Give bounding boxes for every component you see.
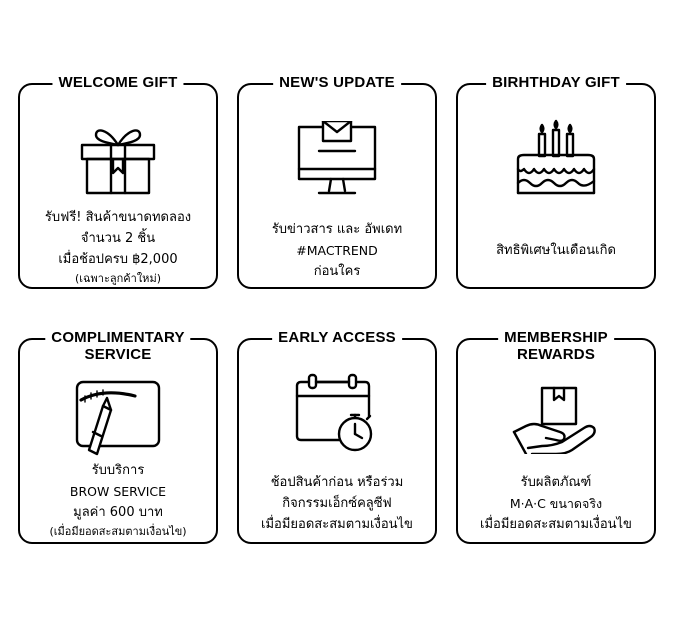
early-access-card: EARLY ACCESS ช้อปสินค้าก่อน หรือร่วม กิจ… [237, 329, 437, 544]
brow-pencil-icon [75, 380, 161, 456]
news-update-description: รับข่าวสาร และ อัพเดท #MACTREND ก่อนใคร [271, 222, 403, 279]
early-access-description: ช้อปสินค้าก่อน หรือร่วม กิจกรรมเอ็กซ์คลู… [261, 475, 413, 532]
computer-mail-icon [297, 121, 377, 195]
card-title: WELCOME GIFT [52, 74, 184, 91]
card-title: BIRHTHDAY GIFT [486, 74, 626, 91]
birthday-gift-description: สิทธิพิเศษในเดือนเกิด [496, 243, 616, 258]
calendar-clock-icon [295, 373, 373, 452]
welcome-gift-card: WELCOME GIFT รับฟรี! สินค้าขนาดทดลอง จำน… [18, 74, 218, 289]
complimentary-service-description: รับบริการ BROW SERVICE มูลค่า 600 บาท (เ… [49, 463, 187, 538]
membership-rewards-card: MEMBERSHIP REWARDS รับผลิตภัณฑ์ M·A·C ขน… [456, 329, 656, 544]
news-update-card: NEW'S UPDATE รับข่าวสาร และ อัพเดท #MACT… [237, 74, 437, 289]
hand-gift-box-icon [512, 386, 596, 454]
welcome-gift-description: รับฟรี! สินค้าขนาดทดลอง จำนวน 2 ชิ้น เมื… [44, 210, 192, 285]
membership-rewards-description: รับผลิตภัณฑ์ M·A·C ขนาดจริง เมื่อมียอดสะ… [480, 475, 632, 532]
card-title: COMPLIMENTARY SERVICE [45, 329, 191, 363]
card-title: EARLY ACCESS [272, 329, 402, 346]
birthday-cake-icon [516, 119, 596, 195]
gift-box-icon [80, 129, 156, 195]
complimentary-service-card: COMPLIMENTARY SERVICE รับบริการ BROW SER… [18, 329, 218, 544]
birthday-gift-card: BIRHTHDAY GIFT สิทธิพิเศษในเดือนเกิด [456, 74, 656, 289]
card-title: MEMBERSHIP REWARDS [498, 329, 614, 363]
card-title: NEW'S UPDATE [273, 74, 401, 91]
